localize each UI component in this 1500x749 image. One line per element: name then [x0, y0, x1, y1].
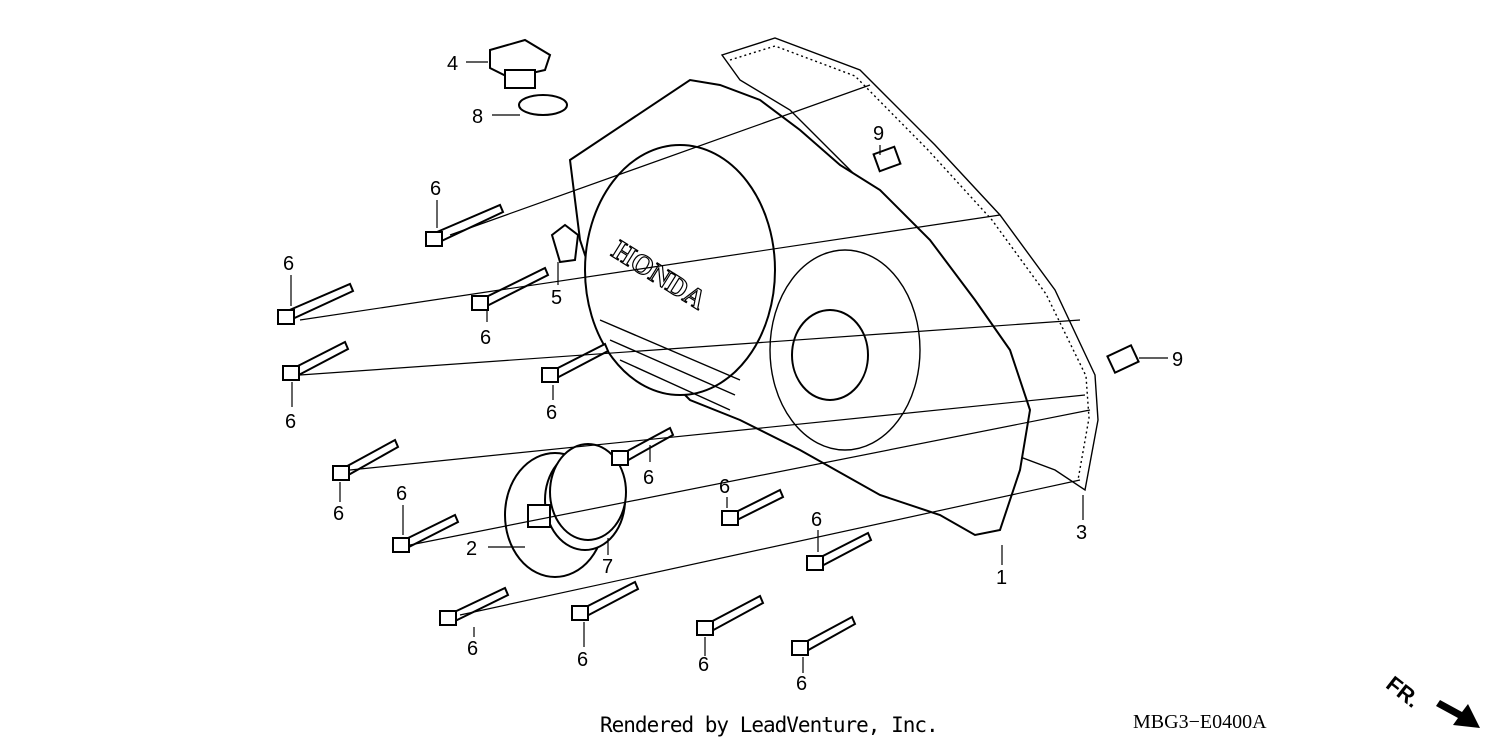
callout-5: 5: [551, 287, 562, 309]
callout-6j: 6: [811, 509, 822, 531]
callout-6f: 6: [333, 503, 344, 525]
dowel-pin-right: [1106, 344, 1140, 374]
diagram-code: MBG3−E0400A: [1133, 711, 1267, 733]
arrow-down-right-icon: [1436, 700, 1480, 728]
callout-9-right: 9: [1172, 349, 1183, 371]
bolts: [277, 203, 873, 656]
callout-7: 7: [602, 556, 613, 578]
callout-6a: 6: [430, 178, 441, 200]
callout-6g: 6: [396, 483, 407, 505]
clamp: [550, 223, 580, 264]
callout-2: 2: [466, 538, 477, 560]
callout-9-upper: 9: [873, 123, 884, 145]
callout-6d: 6: [285, 411, 296, 433]
callout-6b: 6: [283, 253, 294, 275]
callout-6k: 6: [467, 638, 478, 660]
callout-3: 3: [1076, 522, 1087, 544]
render-credit: Rendered by LeadVenture, Inc.: [600, 713, 939, 737]
callout-8: 8: [472, 106, 483, 128]
leader-lines: [290, 61, 1168, 673]
callout-1: 1: [996, 567, 1007, 589]
callout-6h: 6: [643, 467, 654, 489]
callout-6i: 6: [719, 476, 730, 498]
callout-labels: 4 8 9 9 5 2 7 1 3 6 6 6 6 6 6 6 6 6 6 6 …: [283, 53, 1183, 695]
callout-6n: 6: [796, 673, 807, 695]
callout-6m: 6: [698, 654, 709, 676]
callout-6c: 6: [480, 327, 491, 349]
callout-4: 4: [447, 53, 458, 75]
o-ring-7: [549, 443, 627, 541]
callout-6e: 6: [546, 402, 557, 424]
gasket: [720, 37, 1099, 492]
right-crankcase-cover: HONDA: [568, 78, 1032, 537]
dowel-pin-upper: [872, 145, 902, 173]
oil-filler-cap: [489, 38, 552, 89]
o-ring-8: [518, 94, 568, 116]
callout-6l: 6: [577, 649, 588, 671]
